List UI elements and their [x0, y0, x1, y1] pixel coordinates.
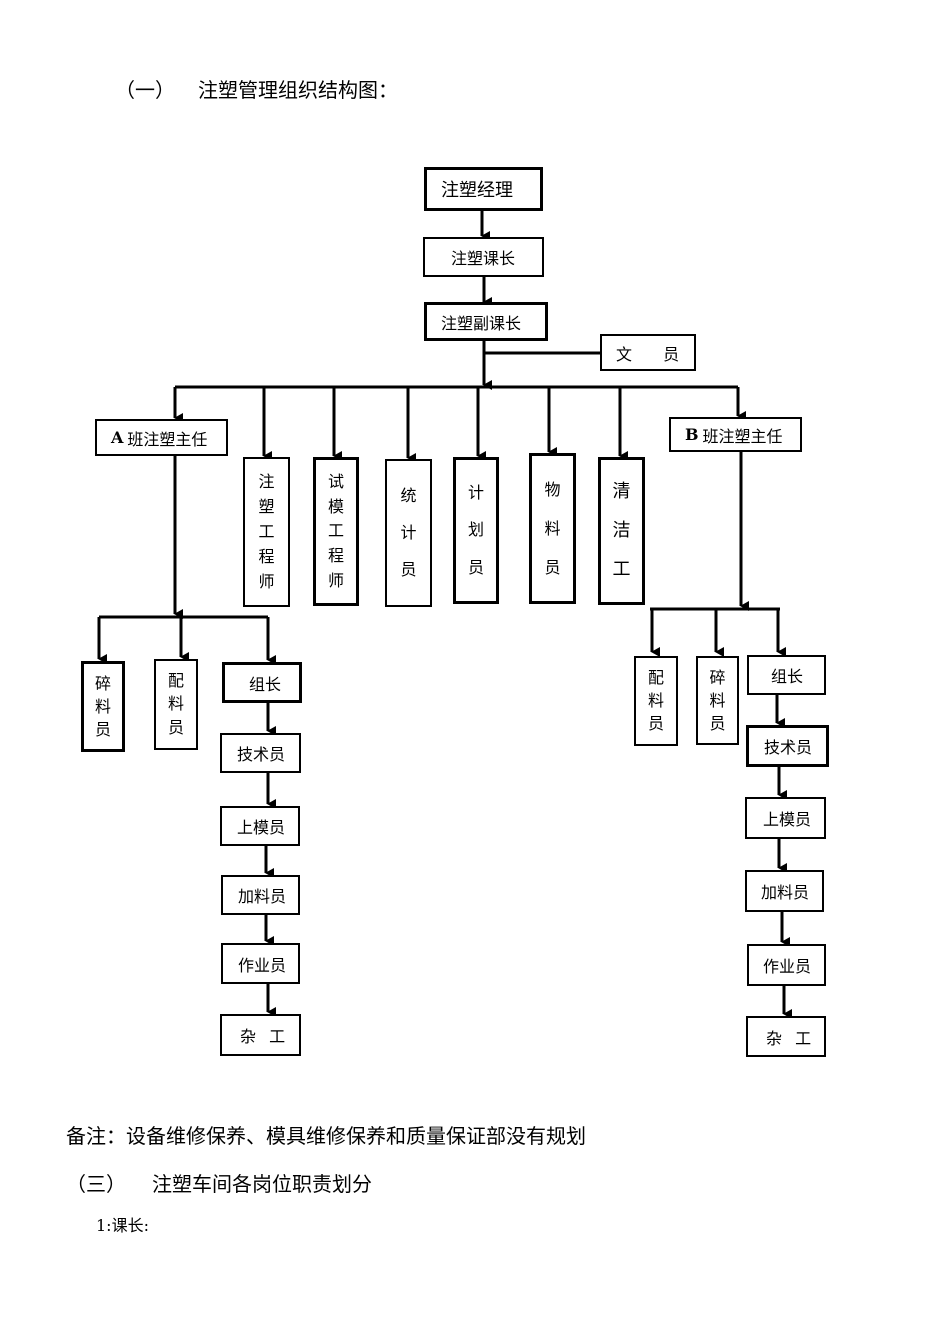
role-char: 程 [327, 546, 344, 566]
shift-b-mixer-box: 配 料 员 [634, 656, 678, 746]
role-injection-engineer: 注 塑 工 程 师 [243, 457, 290, 607]
mold-loader-label: 上模员 [237, 818, 286, 837]
shift-a-feeder-box: 加料员 [221, 875, 300, 915]
deputy-chief-box: 注塑副课长 [424, 302, 548, 341]
shift-b-letter: B [685, 425, 699, 444]
role-char: 程 [258, 547, 275, 567]
role-char: 配 [647, 667, 664, 687]
feeder-label: 加料员 [761, 883, 810, 902]
role-char: 师 [327, 570, 344, 590]
role-char: 注 [258, 471, 275, 491]
role-planner: 计 划 员 [453, 457, 499, 604]
mold-loader-label: 上模员 [763, 810, 812, 829]
shift-b-head-box: B 班注塑主任 [669, 417, 802, 452]
role-char: 料 [544, 518, 561, 538]
shift-b-feeder-box: 加料员 [745, 870, 824, 912]
shift-b-team-leader-box: 组长 [747, 655, 826, 695]
role-char: 统 [400, 485, 417, 505]
manager-box: 注塑经理 [424, 167, 543, 211]
heading-1-title: 注塑管理组织结构图： [198, 78, 398, 102]
shift-a-technician-box: 技术员 [220, 733, 301, 773]
role-char: 料 [94, 696, 111, 716]
note-text: 备注：设备维修保养、模具维修保养和质量保证部没有规划 [66, 1124, 586, 1148]
shift-a-operator-box: 作业员 [221, 943, 300, 984]
role-char: 塑 [258, 496, 275, 516]
role-char: 师 [258, 572, 275, 592]
shift-b-mold-loader-box: 上模员 [745, 797, 826, 839]
clerk-label: 文 员 [616, 344, 680, 364]
team-leader-label: 组长 [771, 667, 804, 686]
role-char: 计 [400, 522, 417, 542]
shift-a-mold-loader-box: 上模员 [220, 806, 300, 846]
role-char: 料 [167, 694, 184, 714]
technician-label: 技术员 [237, 745, 286, 764]
heading-3-title: 注塑车间各岗位职责划分 [152, 1172, 372, 1196]
shift-a-mixer-box: 配 料 员 [154, 659, 198, 750]
role-char: 料 [709, 690, 726, 710]
role-trial-mold-engineer: 试 模 工 程 师 [313, 457, 359, 606]
role-char: 员 [400, 560, 417, 580]
role-char: 模 [327, 496, 344, 516]
section-chief-box: 注塑课长 [423, 237, 544, 277]
role-char: 员 [94, 719, 111, 739]
operator-label: 作业员 [238, 955, 287, 975]
role-char: 员 [709, 713, 726, 733]
role-char: 料 [647, 690, 664, 710]
role-cleaner: 清 洁 工 [598, 457, 645, 605]
shift-b-crusher-box: 碎 料 员 [696, 656, 739, 745]
role-char: 配 [167, 670, 184, 690]
role-char: 碎 [709, 667, 726, 687]
feeder-label: 加料员 [238, 887, 287, 906]
shift-a-handyman-box: 杂 工 [220, 1014, 301, 1056]
shift-a-crusher-box: 碎 料 员 [81, 661, 125, 752]
technician-label: 技术员 [764, 738, 813, 757]
role-char: 员 [544, 557, 561, 577]
role-char: 员 [467, 558, 484, 578]
role-char: 工 [612, 559, 631, 581]
item-1-text: 1:课长: [96, 1216, 149, 1235]
role-char: 碎 [94, 673, 111, 693]
role-char: 员 [167, 718, 184, 738]
role-char: 划 [467, 520, 484, 540]
heading-3-number: （三） [66, 1172, 126, 1196]
shift-b-handyman-box: 杂 工 [746, 1016, 826, 1057]
clerk-box: 文 员 [600, 334, 696, 371]
role-char: 工 [327, 521, 344, 541]
role-char: 清 [612, 480, 631, 502]
manager-label: 注塑经理 [441, 180, 513, 201]
role-char: 洁 [612, 519, 631, 541]
shift-b-technician-box: 技术员 [746, 725, 829, 767]
role-char: 工 [258, 521, 275, 541]
shift-a-letter: A [111, 428, 124, 447]
shift-a-head-label: 班注塑主任 [127, 429, 208, 449]
handyman-label: 杂 工 [240, 1027, 286, 1046]
section-chief-label: 注塑课长 [451, 249, 516, 268]
role-material-clerk: 物 料 员 [529, 453, 576, 604]
shift-a-team-leader-box: 组长 [222, 662, 302, 703]
deputy-chief-label: 注塑副课长 [441, 313, 522, 333]
role-char: 计 [467, 482, 484, 502]
role-statistician: 统 计 员 [385, 459, 432, 607]
heading-1-number: （一） [115, 78, 175, 102]
shift-b-operator-box: 作业员 [747, 944, 826, 986]
shift-b-head-label: 班注塑主任 [702, 426, 783, 446]
shift-a-head-box: A 班注塑主任 [95, 419, 228, 456]
role-char: 试 [327, 472, 344, 492]
role-char: 物 [544, 479, 561, 499]
team-leader-label: 组长 [249, 674, 282, 694]
operator-label: 作业员 [763, 957, 812, 976]
role-char: 员 [647, 714, 664, 734]
handyman-label: 杂 工 [766, 1028, 812, 1048]
